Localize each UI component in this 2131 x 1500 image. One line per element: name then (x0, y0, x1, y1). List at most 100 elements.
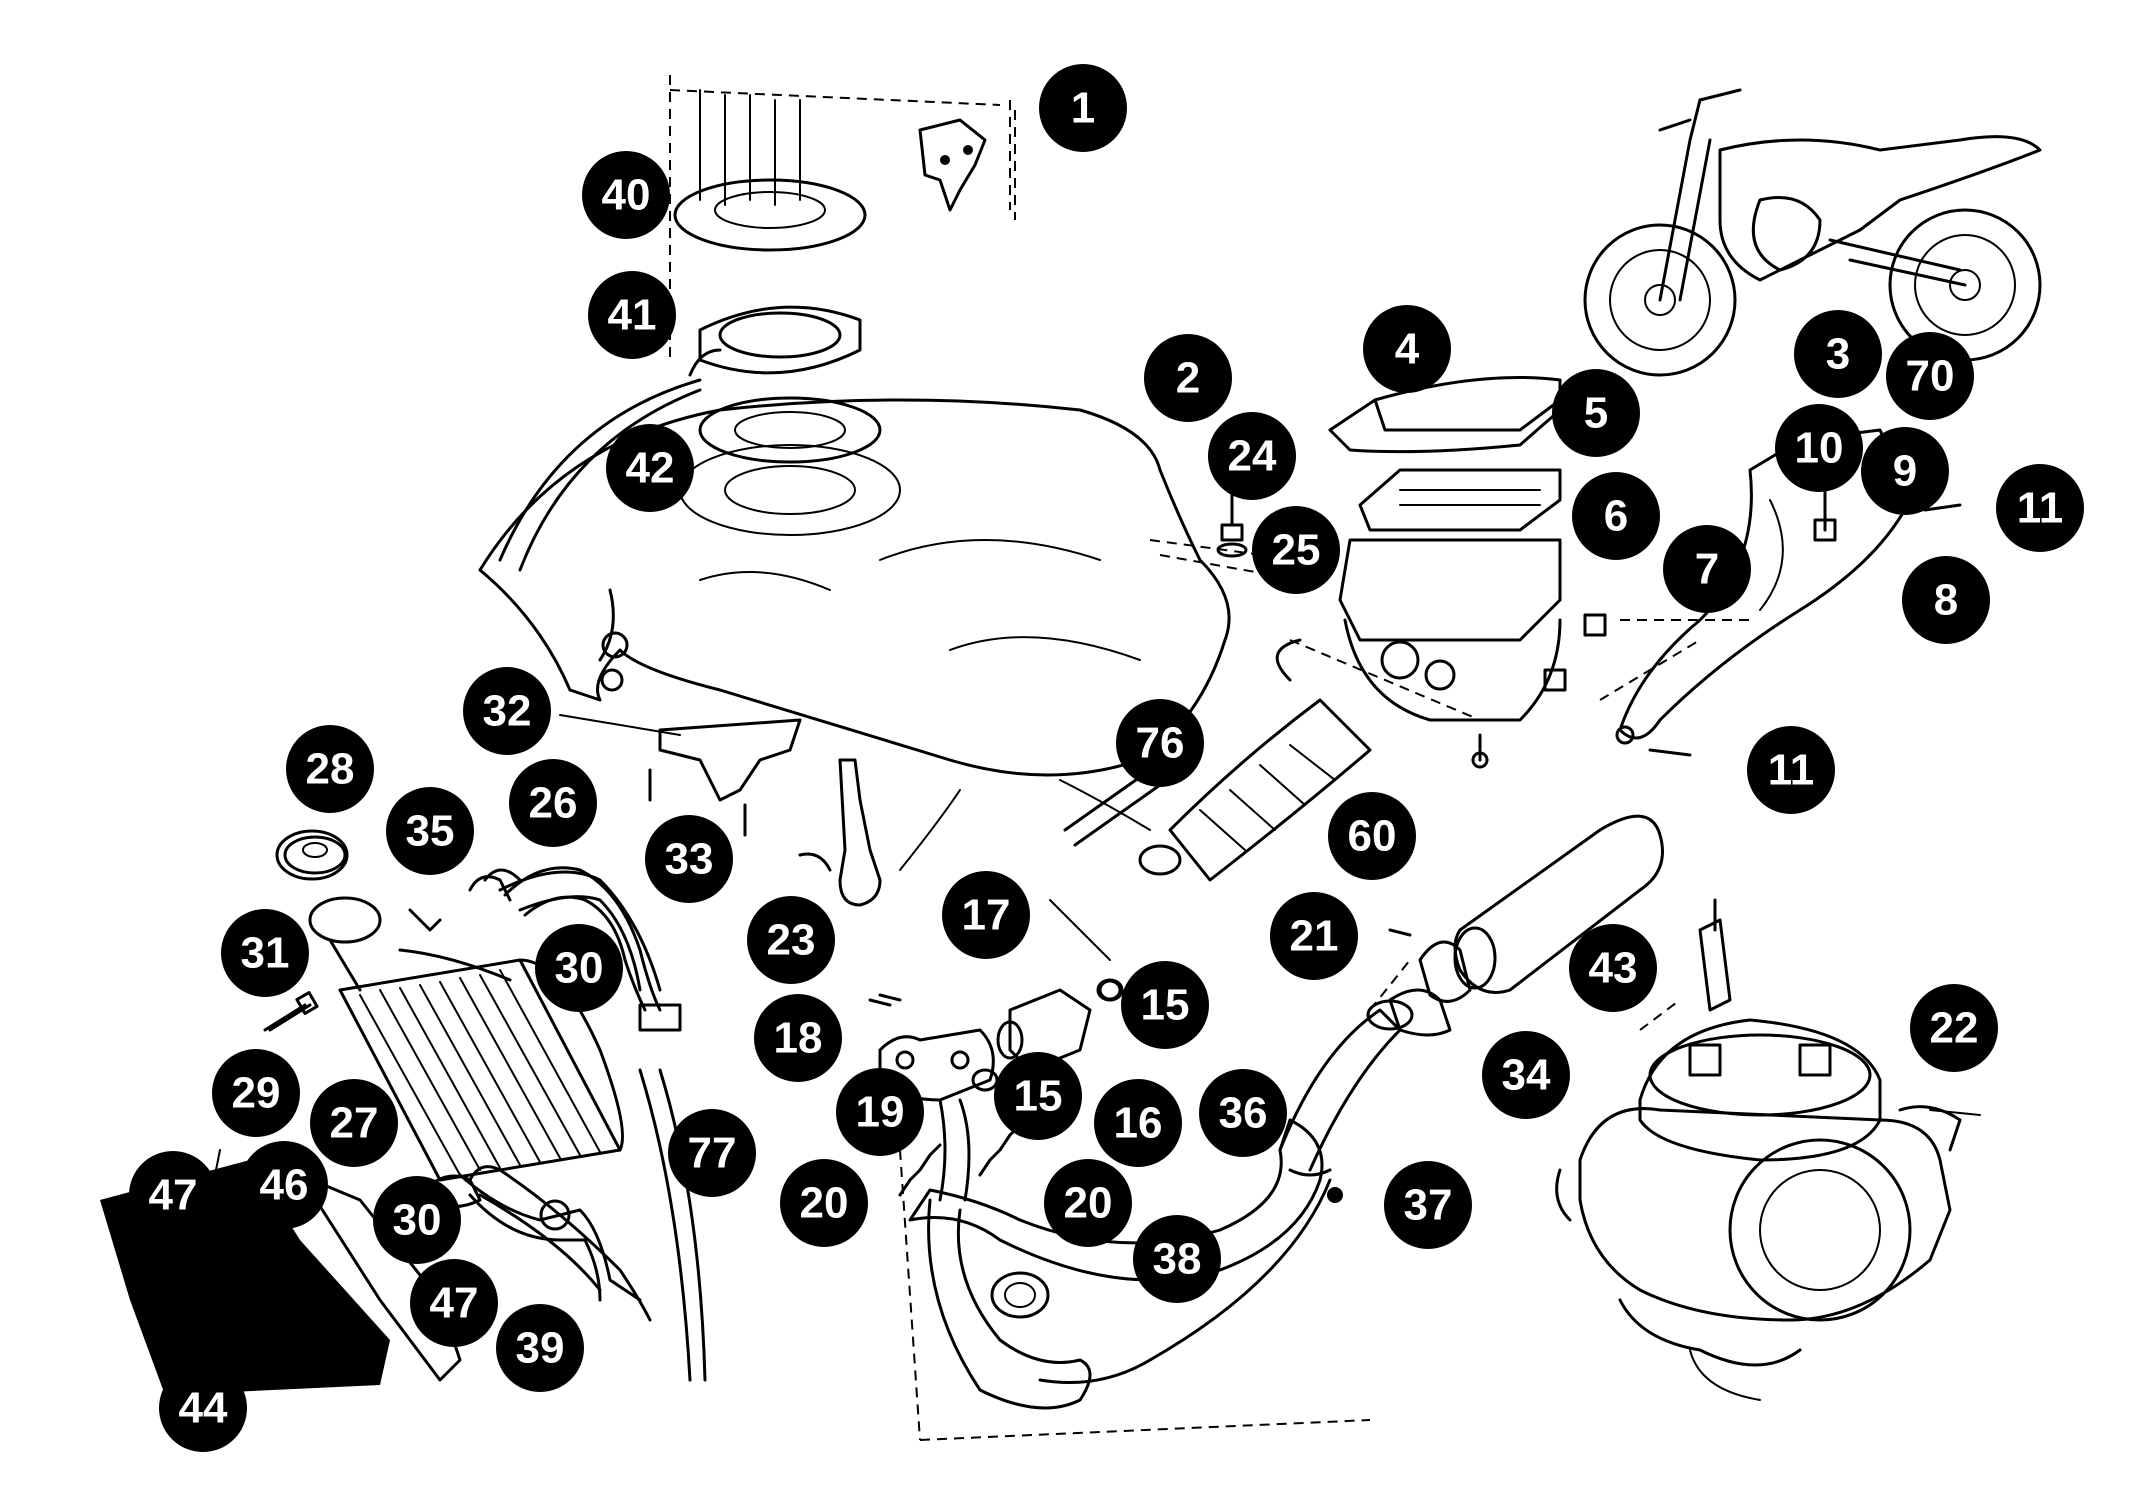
upper-radiator-hose (468, 866, 682, 1032)
callout-c8: 8 (1902, 556, 1990, 644)
callout-number: 40 (602, 171, 651, 220)
callout-marker (1270, 892, 1358, 980)
callout-c37: 37 (1384, 1161, 1472, 1249)
callout-marker (386, 787, 474, 875)
callout-marker (159, 1364, 247, 1452)
callout-marker (1663, 525, 1751, 613)
callout-marker (129, 1151, 217, 1239)
callout-marker (509, 759, 597, 847)
callout-marker (1208, 412, 1296, 500)
callout-number: 47 (149, 1171, 198, 1220)
callout-number: 15 (1014, 1072, 1063, 1121)
air-box-assembly (1289, 376, 1607, 769)
callout-number: 33 (665, 835, 714, 884)
mounting-bracket (918, 110, 1016, 220)
callout-c9: 9 (1861, 427, 1949, 515)
callout-c47a: 47 (129, 1151, 217, 1239)
callout-c23: 23 (747, 896, 835, 984)
motorcycle-illustration (1583, 88, 2042, 377)
callout-marker (221, 909, 309, 997)
callout-number: 21 (1290, 912, 1339, 961)
callout-marker (1116, 699, 1204, 787)
callout-c18: 18 (754, 994, 842, 1082)
callout-marker (1121, 961, 1209, 1049)
callout-number: 31 (241, 929, 290, 978)
exhaust-silencer (1369, 814, 1664, 1037)
callout-c70: 70 (1886, 332, 1974, 420)
callout-marker (535, 924, 623, 1012)
callout-c20b: 20 (1044, 1159, 1132, 1247)
callout-c3: 3 (1794, 310, 1882, 398)
callout-c31: 31 (221, 909, 309, 997)
callout-c1: 1 (1039, 64, 1127, 152)
callout-c46: 46 (240, 1141, 328, 1229)
callout-number: 30 (555, 944, 604, 993)
callout-marker (1552, 369, 1640, 457)
callout-marker (410, 1259, 498, 1347)
callout-c6: 6 (1572, 472, 1660, 560)
callout-marker (582, 151, 670, 239)
callout-c19: 19 (836, 1068, 924, 1156)
callout-c43: 43 (1569, 924, 1657, 1012)
callout-number: 60 (1348, 812, 1397, 861)
callout-c44: 44 (159, 1364, 247, 1452)
callout-marker (836, 1068, 924, 1156)
callout-number: 77 (688, 1129, 737, 1178)
callout-number: 47 (430, 1279, 479, 1328)
callout-marker (645, 815, 733, 903)
callout-c30b: 30 (373, 1176, 461, 1264)
callout-marker (1747, 726, 1835, 814)
callout-marker (1572, 472, 1660, 560)
callout-c22: 22 (1910, 984, 1998, 1072)
callout-number: 44 (179, 1384, 228, 1433)
callout-number: 9 (1893, 447, 1917, 496)
tank-mount-bracket (559, 714, 802, 837)
callout-marker (463, 667, 551, 755)
callout-c77: 77 (668, 1109, 756, 1197)
callout-number: 25 (1272, 526, 1321, 575)
callout-marker (1794, 310, 1882, 398)
callout-marker (1144, 334, 1232, 422)
engine-block (1555, 898, 1981, 1401)
callout-number: 11 (1768, 746, 1815, 795)
radiator-assembly (268, 829, 707, 1382)
callout-marker (1482, 1031, 1570, 1119)
callout-number: 39 (516, 1324, 565, 1373)
callout-number: 36 (1219, 1089, 1268, 1138)
callout-number: 8 (1934, 576, 1958, 625)
hose-clamps (1098, 979, 1122, 1001)
callout-marker (1252, 506, 1340, 594)
radiator-bolt (263, 991, 319, 1032)
callout-c10: 10 (1775, 404, 1863, 492)
callout-c20a: 20 (780, 1159, 868, 1247)
callout-marker (1044, 1159, 1132, 1247)
callout-c15b: 15 (994, 1052, 1082, 1140)
callout-c40: 40 (582, 151, 670, 239)
callout-number: 43 (1589, 944, 1638, 993)
callout-c2: 2 (1144, 334, 1232, 422)
tank-bolt (1216, 488, 1248, 558)
callout-number: 1 (1071, 84, 1095, 133)
callout-c7: 7 (1663, 525, 1751, 613)
callout-number: 17 (962, 891, 1011, 940)
callout-marker (496, 1304, 584, 1392)
callout-number: 42 (626, 444, 675, 493)
callout-number: 10 (1795, 424, 1844, 473)
callout-c35: 35 (386, 787, 474, 875)
callout-marker (780, 1159, 868, 1247)
callout-marker (1861, 427, 1949, 515)
callout-number: 70 (1906, 352, 1955, 401)
callout-number: 18 (774, 1014, 823, 1063)
callout-number: 34 (1502, 1051, 1551, 1100)
callout-c41: 41 (588, 271, 676, 359)
callout-number: 4 (1395, 325, 1420, 374)
callout-c15a: 15 (1121, 961, 1209, 1049)
callout-c33: 33 (645, 815, 733, 903)
callout-number: 30 (393, 1196, 442, 1245)
callout-c29: 29 (212, 1049, 300, 1137)
radiator-cap (283, 835, 347, 875)
callout-marker (310, 1079, 398, 1167)
callout-c11b: 11 (1747, 726, 1835, 814)
